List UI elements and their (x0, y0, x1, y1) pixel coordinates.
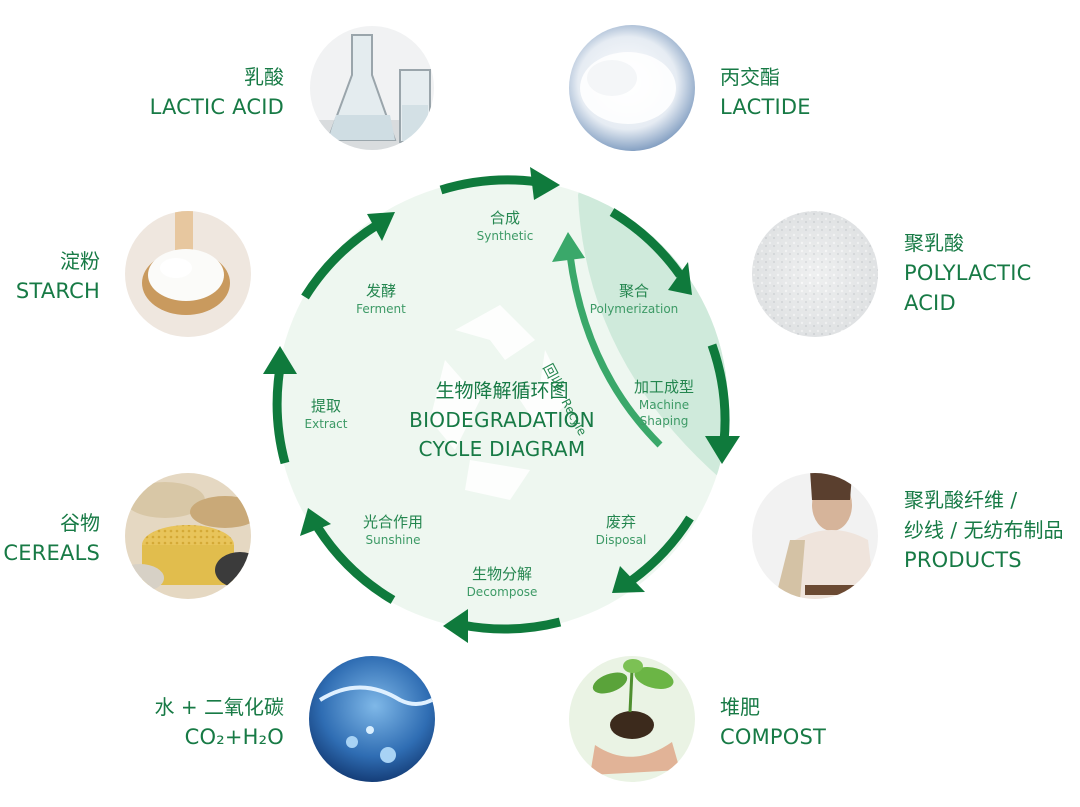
stage-extract-zh: 提取 (310, 397, 342, 415)
arrowhead-1 (530, 167, 560, 200)
recycle-watermark-icon (430, 305, 570, 500)
label-water-co2-en: CO₂+H₂O (184, 725, 284, 749)
label-pla-en1: POLYLACTIC (904, 261, 1032, 285)
cereals-image (125, 473, 251, 599)
label-cereals: 谷物 CEREALS (3, 508, 100, 568)
starch-image (125, 211, 251, 337)
stage-ferment: 发酵 Ferment (356, 281, 406, 317)
stage-ferment-en: Ferment (356, 302, 406, 316)
compost-image (569, 656, 695, 782)
stage-polymerization-zh: 聚合 (618, 282, 650, 300)
stage-extract: 提取 Extract (305, 396, 348, 432)
label-lactic-acid: 乳酸 LACTIC ACID (150, 62, 284, 122)
stage-synthetic-en: Synthetic (476, 229, 534, 243)
label-lactide: 丙交酯 LACTIDE (720, 62, 811, 122)
label-products-zh2: 纱线 / 无纺布制品 (904, 518, 1064, 542)
label-polylactic-acid: 聚乳酸 POLYLACTIC ACID (904, 228, 1031, 318)
stage-machine-shaping-en1: Machine (638, 398, 690, 412)
stage-sunshine: 光合作用 Sunshine (363, 512, 423, 548)
label-cereals-en: CEREALS (3, 541, 100, 565)
label-lactide-en: LACTIDE (720, 95, 811, 119)
stage-machine-shaping-en2: Shaping (639, 414, 689, 428)
stage-disposal: 废弃 Disposal (596, 512, 647, 548)
lactide-image (569, 25, 695, 151)
stage-polymerization: 聚合 Polymerization (590, 281, 679, 317)
arrowhead-3 (705, 436, 740, 464)
label-lactide-zh: 丙交酯 (720, 65, 780, 89)
label-cereals-zh: 谷物 (60, 511, 100, 535)
recycle-arrowhead (552, 232, 585, 262)
arrowhead-5 (443, 609, 468, 643)
arrowhead-8 (367, 212, 395, 241)
label-lactic-acid-en: LACTIC ACID (149, 95, 284, 119)
label-products: 聚乳酸纤维 / 纱线 / 无纺布制品 PRODUCTS (904, 485, 1063, 575)
label-lactic-acid-zh: 乳酸 (244, 65, 284, 89)
label-products-en: PRODUCTS (904, 548, 1022, 572)
center-title-zh: 生物降解循环图 (435, 380, 569, 402)
center-title: 生物降解循环图 BIODEGRADATION CYCLE DIAGRAM (409, 376, 595, 464)
lactic-acid-image (309, 25, 435, 151)
label-starch-zh: 淀粉 (60, 249, 100, 273)
stage-ferment-zh: 发酵 (365, 282, 397, 300)
stage-sunshine-en: Sunshine (365, 533, 421, 547)
arrow-synthetic-to-lactide (439, 175, 539, 195)
label-starch-en: STARCH (15, 279, 100, 303)
stage-machine-shaping-zh: 加工成型 (633, 378, 695, 396)
arrow-machine-shaping (707, 343, 730, 443)
arrowhead-7 (263, 346, 297, 374)
arrowhead-6 (300, 508, 331, 536)
label-starch: 淀粉 STARCH (16, 246, 100, 306)
products-image (752, 473, 878, 599)
arrowhead-4 (612, 566, 645, 593)
stage-decompose: 生物分解 Decompose (467, 564, 538, 600)
label-water-co2-zh: 水 + 二氧化碳 (154, 695, 284, 719)
label-compost-en: COMPOST (720, 725, 827, 749)
label-compost-zh: 堆肥 (720, 695, 760, 719)
arrow-sunshine (314, 525, 396, 604)
stage-sunshine-zh: 光合作用 (362, 513, 424, 531)
stage-decompose-zh: 生物分解 (471, 565, 533, 583)
stage-machine-shaping: 加工成型 Machine Shaping (634, 377, 694, 429)
stage-decompose-en: Decompose (466, 585, 538, 599)
arrow-decompose (461, 617, 562, 634)
arrowhead-2 (668, 262, 692, 295)
polylactic-acid-image (752, 211, 878, 337)
arrow-polymerization (609, 208, 684, 278)
center-title-en-line1: BIODEGRADATION (409, 408, 595, 432)
arrow-disposal (625, 515, 694, 587)
arrow-extract (272, 367, 290, 465)
stage-polymerization-en: Polymerization (589, 302, 679, 316)
stage-disposal-zh: 废弃 (605, 513, 637, 531)
stage-disposal-en: Disposal (595, 533, 647, 547)
label-compost: 堆肥 COMPOST (720, 692, 826, 752)
label-products-zh1: 聚乳酸纤维 / (904, 488, 1018, 512)
label-water-co2: 水 + 二氧化碳 CO₂+H₂O (155, 692, 284, 752)
water-image (309, 656, 435, 782)
arrow-ferment (301, 221, 380, 300)
label-pla-zh: 聚乳酸 (904, 231, 964, 255)
center-title-en-line2: CYCLE DIAGRAM (418, 437, 586, 461)
stage-synthetic-zh: 合成 (489, 209, 520, 227)
recycle-arrow (566, 254, 663, 448)
label-pla-en2: ACID (904, 291, 956, 315)
stage-synthetic: 合成 Synthetic (477, 208, 534, 244)
stage-extract-en: Extract (304, 417, 348, 431)
